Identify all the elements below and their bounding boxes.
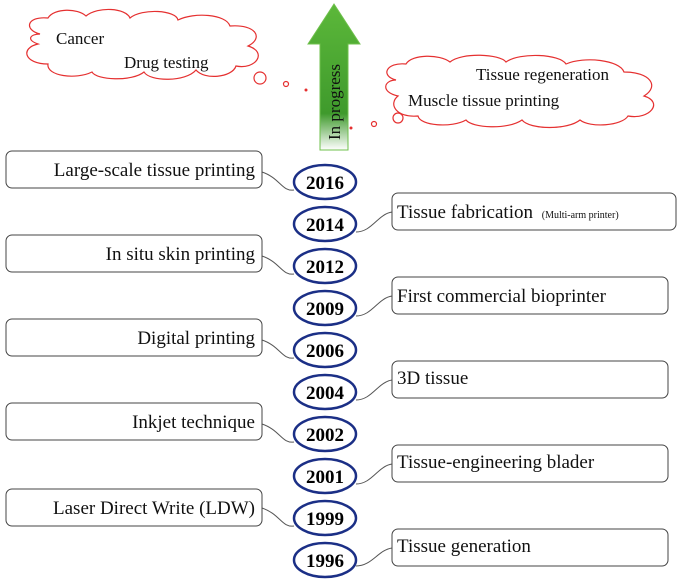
right-cloud-bubble [349, 126, 353, 130]
left-thought-cloud: Cancer Drug testing [26, 8, 308, 92]
left-connectors [261, 171, 295, 527]
year-label: 2014 [306, 215, 345, 236]
connector [355, 211, 393, 233]
year-ellipses: 2016 2014 2012 2009 2006 2004 2002 2001 [292, 163, 358, 579]
event-label-main: Tissue fabrication [397, 202, 533, 223]
year-ellipse [292, 457, 358, 495]
left-cloud-line1: Cancer [56, 29, 104, 48]
event-box: First commercial bioprinter [391, 276, 669, 315]
year-node: 2006 [292, 331, 358, 369]
event-box-frame [391, 360, 669, 399]
right-connectors [355, 211, 393, 567]
event-box: Tissue-engineering blader [391, 444, 669, 483]
year-ellipse [292, 163, 358, 201]
right-cloud-line1: Tissue regeneration [476, 65, 609, 84]
event-label: Inkjet technique [132, 412, 255, 433]
event-label: In situ skin printing [106, 244, 256, 265]
right-cloud-shape [385, 54, 655, 129]
year-label: 2009 [306, 299, 344, 320]
year-node: 2004 [292, 373, 358, 411]
left-cloud-bubble [282, 80, 290, 88]
event-label: Laser Direct Write (LDW) [53, 498, 255, 519]
year-ellipse [292, 415, 358, 453]
connector [261, 255, 295, 275]
progress-arrow: In progress [307, 3, 361, 151]
year-ellipse [292, 373, 358, 411]
event-box-frame [391, 192, 677, 231]
connector [355, 463, 393, 485]
year-label: 2004 [306, 383, 345, 404]
event-label: Digital printing [137, 328, 255, 349]
year-ellipse [292, 541, 358, 579]
year-ellipse [292, 247, 358, 285]
year-ellipse [292, 205, 358, 243]
event-box-frame [391, 444, 669, 483]
event-box: In situ skin printing [5, 234, 263, 273]
event-box: Laser Direct Write (LDW) [5, 488, 263, 527]
year-node: 2014 [292, 205, 358, 243]
right-event-boxes: Tissue fabrication (Multi-arm printer) F… [391, 192, 677, 567]
right-thought-cloud: Tissue regeneration Muscle tissue printi… [349, 54, 655, 130]
event-label: Tissue generation [397, 536, 531, 557]
event-box-frame [5, 318, 263, 357]
event-box: Tissue generation [391, 528, 669, 567]
event-box-frame [391, 528, 669, 567]
event-box: Digital printing [5, 318, 263, 357]
event-label: First commercial bioprinter [397, 286, 607, 307]
event-label: 3D tissue [397, 368, 468, 389]
year-node: 2012 [292, 247, 358, 285]
event-label: Large-scale tissue printing [54, 160, 256, 181]
event-label-note: (Multi-arm printer) [542, 210, 619, 221]
year-node: 1999 [292, 499, 358, 537]
event-box: Inkjet technique [5, 402, 263, 441]
event-box: Tissue fabrication (Multi-arm printer) [391, 192, 677, 231]
event-label: Tissue fabrication (Multi-arm printer) [397, 202, 619, 223]
right-cloud-bubble [370, 120, 378, 128]
connector [355, 295, 393, 317]
year-node: 1996 [292, 541, 358, 579]
progress-arrow-shape [307, 3, 361, 151]
event-box-frame [5, 402, 263, 441]
connector [261, 507, 295, 527]
right-cloud-line2: Muscle tissue printing [408, 91, 560, 110]
year-ellipse [292, 331, 358, 369]
connector [355, 547, 393, 567]
year-label: 1996 [306, 551, 344, 572]
connector [261, 171, 295, 191]
year-node: 2002 [292, 415, 358, 453]
event-box-frame [5, 488, 263, 527]
year-label: 2002 [306, 425, 344, 446]
event-box-frame [391, 276, 669, 315]
year-node: 2001 [292, 457, 358, 495]
left-cloud-line2: Drug testing [124, 53, 209, 72]
progress-arrow-label: In progress [325, 64, 344, 140]
left-cloud-shape [26, 8, 259, 80]
year-label: 2006 [306, 341, 344, 362]
event-box: Large-scale tissue printing [5, 150, 263, 189]
connector [355, 379, 393, 401]
right-cloud-bubble [392, 112, 404, 124]
event-box: 3D tissue [391, 360, 669, 399]
left-cloud-bubble [253, 71, 267, 85]
year-label: 2001 [306, 467, 344, 488]
left-event-boxes: Large-scale tissue printing In situ skin… [5, 150, 263, 527]
year-ellipse [292, 499, 358, 537]
event-box-frame [5, 234, 263, 273]
connector [261, 423, 295, 443]
event-box-frame [5, 150, 263, 189]
year-label: 2012 [306, 257, 344, 278]
year-label: 1999 [306, 509, 344, 530]
connector [261, 339, 295, 359]
year-node: 2016 [292, 163, 358, 201]
year-ellipse [292, 289, 358, 327]
year-node: 2009 [292, 289, 358, 327]
year-label: 2016 [306, 173, 344, 194]
left-cloud-bubble [304, 88, 308, 92]
event-label: Tissue-engineering blader [397, 452, 595, 473]
